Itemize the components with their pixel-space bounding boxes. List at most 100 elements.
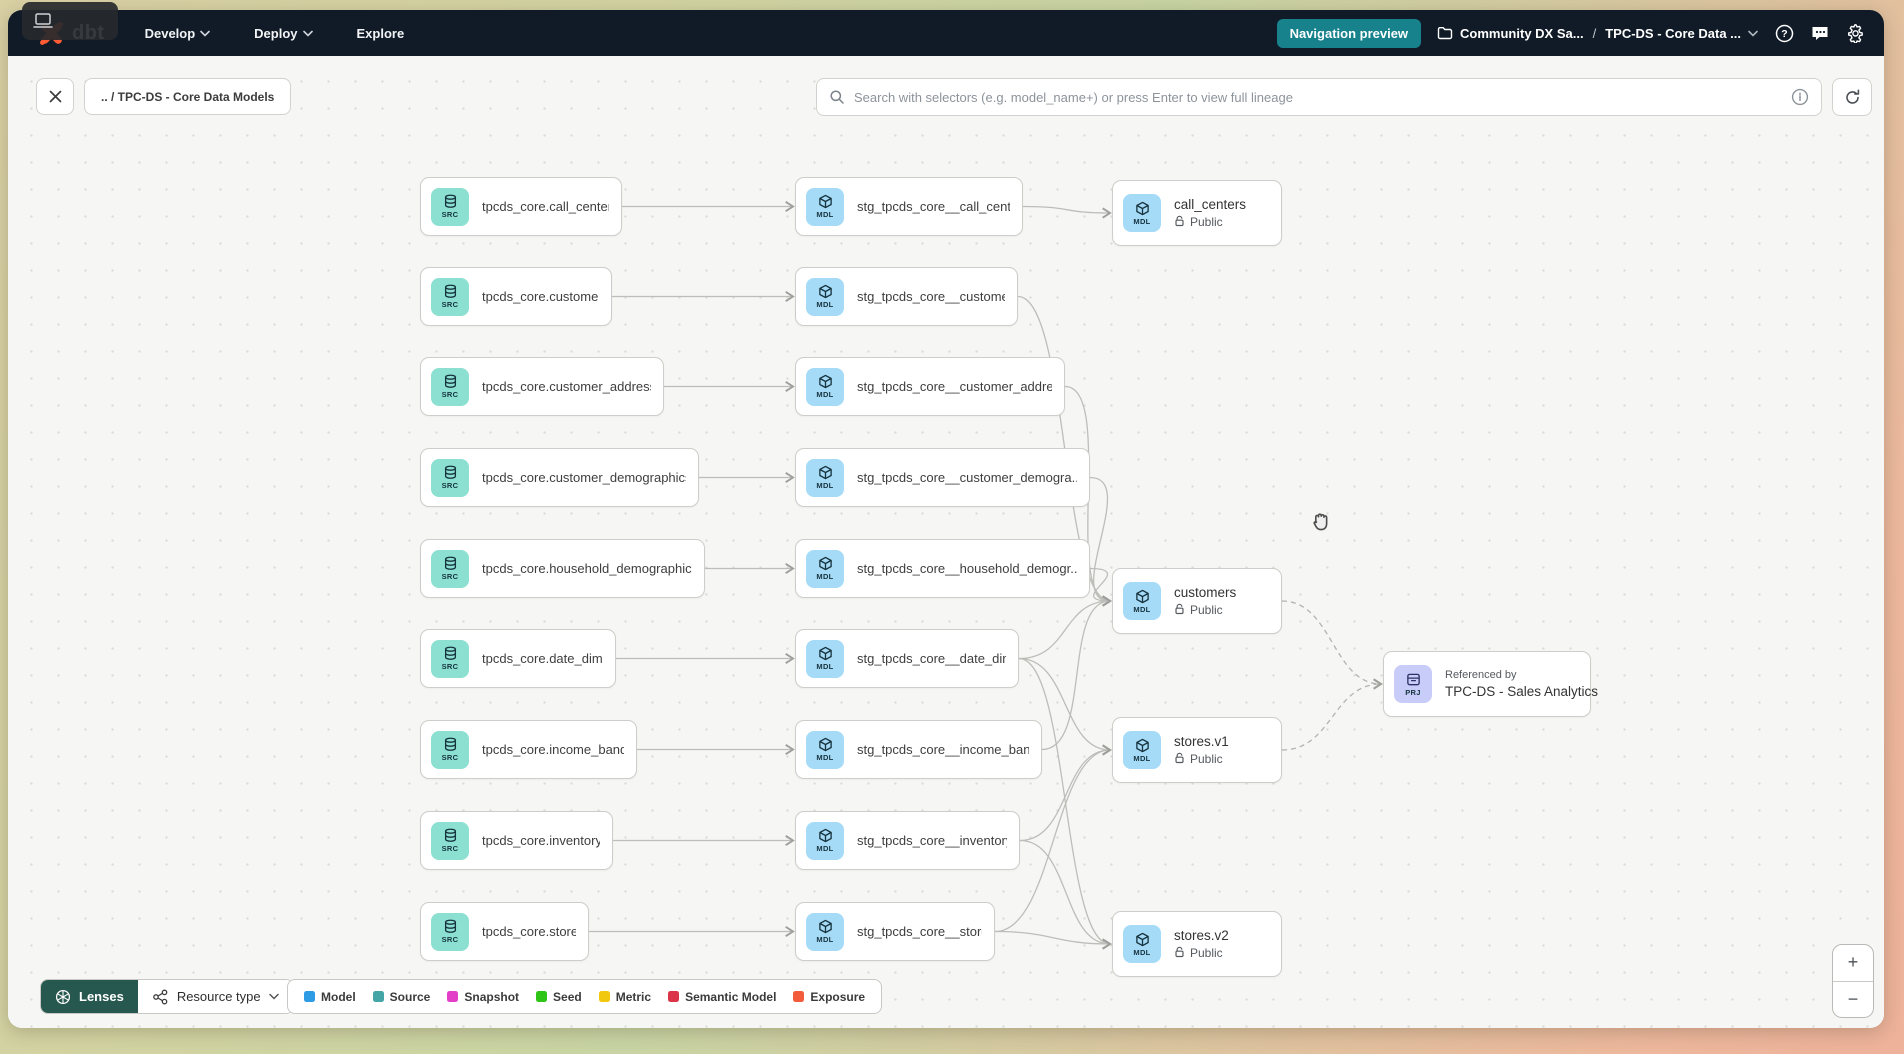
resource-type-icon xyxy=(152,989,168,1004)
chevron-down-icon xyxy=(302,30,313,37)
lineage-node-s8[interactable]: SRC tpcds_core.inventory xyxy=(420,811,613,870)
legend-swatch xyxy=(304,991,315,1002)
help-icon[interactable]: ? xyxy=(1774,23,1794,43)
close-lineage-button[interactable] xyxy=(36,78,74,115)
navbar-right-group: Navigation preview Community DX Sa... / … xyxy=(1276,18,1866,48)
zoom-in-button[interactable]: + xyxy=(1833,945,1873,982)
laptop-icon xyxy=(33,13,53,28)
node-label: tpcds_core.inventory xyxy=(482,833,600,848)
node-label: customers xyxy=(1174,584,1237,600)
lineage-breadcrumb[interactable]: .. / TPC-DS - Core Data Models xyxy=(84,78,292,115)
node-label: stores.v2 xyxy=(1174,927,1229,943)
lineage-node-m2[interactable]: MDL stg_tpcds_core__customer xyxy=(795,267,1018,326)
model-cube-icon: MDL xyxy=(806,277,844,316)
legend-swatch xyxy=(793,991,805,1002)
nav-develop[interactable]: Develop xyxy=(145,26,211,41)
lineage-node-s6[interactable]: SRC tpcds_core.date_dim xyxy=(420,629,616,688)
project-crumb[interactable]: TPC-DS - Core Data ... xyxy=(1605,25,1741,41)
node-label: tpcds_core.date_dim xyxy=(482,651,603,666)
node-label: stg_tpcds_core__call_center xyxy=(857,199,1010,214)
nav-explore[interactable]: Explore xyxy=(356,25,405,41)
legend-item-model: Model xyxy=(304,990,356,1004)
lock-icon xyxy=(1174,946,1185,961)
lineage-edge-m4-p2 xyxy=(1089,476,1112,607)
gear-icon[interactable] xyxy=(1846,23,1866,43)
access-badge: Public xyxy=(1190,946,1223,960)
search-icon xyxy=(830,90,844,104)
database-icon: SRC xyxy=(431,458,469,497)
info-icon[interactable] xyxy=(1791,88,1809,106)
node-label: tpcds_core.income_band xyxy=(482,742,624,757)
resource-type-dropdown[interactable]: Resource type xyxy=(137,980,293,1013)
zoom-controls: + − xyxy=(1832,944,1874,1018)
chevron-down-icon[interactable] xyxy=(1748,30,1758,37)
navigation-preview-button[interactable]: Navigation preview xyxy=(1276,18,1422,48)
node-label: tpcds_core.customer_address xyxy=(482,379,651,394)
node-label: tpcds_core.customer_demographics xyxy=(482,470,686,485)
refresh-lineage-button[interactable] xyxy=(1832,78,1872,116)
feedback-icon[interactable] xyxy=(1810,23,1830,43)
node-label: stg_tpcds_core__customer xyxy=(857,289,1005,304)
database-icon: SRC xyxy=(431,821,469,860)
node-sublabel: Referenced by xyxy=(1445,669,1517,681)
access-badge: Public xyxy=(1190,215,1223,229)
model-cube-icon: MDL xyxy=(1123,582,1161,620)
lineage-node-s4[interactable]: SRC tpcds_core.customer_demographics xyxy=(420,448,699,507)
lineage-edge-p2-prj xyxy=(1281,600,1383,690)
account-crumb[interactable]: Community DX Sa... xyxy=(1460,25,1584,41)
lenses-control: Lenses Resource type xyxy=(40,979,294,1014)
model-cube-icon: MDL xyxy=(806,458,844,497)
legend-item-metric: Metric xyxy=(598,990,651,1004)
node-label: stg_tpcds_core__date_dim xyxy=(857,651,1006,666)
lock-icon xyxy=(1174,752,1185,767)
legend-item-exposure: Exposure xyxy=(793,990,865,1004)
node-label: tpcds_core.customer xyxy=(482,289,599,304)
grab-cursor xyxy=(1313,513,1328,531)
lineage-edge-m6-p2 xyxy=(1018,595,1112,660)
lenses-button[interactable]: Lenses xyxy=(41,980,138,1013)
lineage-edge-m7-p2 xyxy=(1041,595,1112,751)
lineage-edge-m8-p4 xyxy=(1019,839,1112,950)
database-icon: SRC xyxy=(431,639,469,678)
database-icon: SRC xyxy=(431,912,469,951)
screen-share-tab xyxy=(22,2,118,40)
breadcrumb: Community DX Sa... / TPC-DS - Core Data … xyxy=(1437,26,1758,41)
app-window: dbt Develop Deploy Explore Navigation pr… xyxy=(8,10,1884,1028)
node-label: stg_tpcds_core__customer_address xyxy=(857,379,1052,394)
chevron-down-icon xyxy=(200,30,210,37)
search-input[interactable] xyxy=(854,89,1791,105)
node-label: stg_tpcds_core__store xyxy=(857,924,982,939)
legend-swatch xyxy=(598,991,610,1002)
refresh-icon xyxy=(1845,89,1859,104)
lineage-canvas[interactable]: .. / TPC-DS - Core Data Models SRCtpcds_… xyxy=(8,56,1884,1028)
model-cube-icon: MDL xyxy=(1123,194,1161,232)
model-cube-icon: MDL xyxy=(1123,731,1161,769)
top-navbar: dbt Develop Deploy Explore Navigation pr… xyxy=(8,10,1884,56)
node-label: stg_tpcds_core__household_demogr... xyxy=(857,561,1077,576)
node-label: tpcds_core.household_demographics xyxy=(482,561,692,576)
zoom-out-button[interactable]: − xyxy=(1847,988,1859,1009)
nav-deploy[interactable]: Deploy xyxy=(254,26,313,41)
lineage-edge-m1-p1 xyxy=(1022,205,1112,219)
